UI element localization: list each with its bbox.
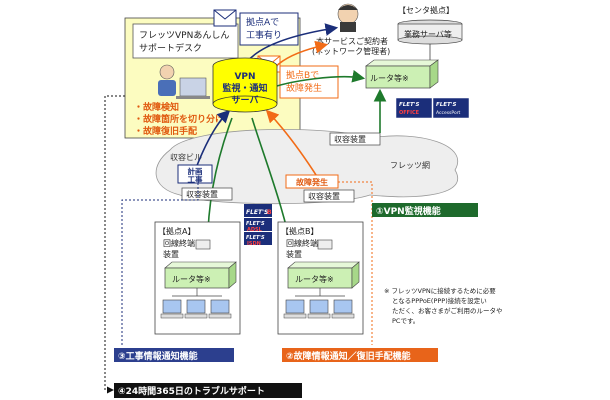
site-b-title: 【拠点B】: [281, 226, 319, 236]
center-device-label: 収容装置: [334, 134, 366, 144]
site-a-device-label: 収容装置: [186, 189, 218, 199]
flets-logo-adsl: FLET'S ADSL: [244, 218, 272, 233]
operator-icon: [158, 64, 210, 99]
center-router-label: ルータ等※: [370, 73, 409, 83]
site-a-terminal-icon: [195, 239, 211, 250]
support-task-0: ・故障検知: [134, 101, 179, 113]
construction-marker: 計画 工事: [177, 164, 213, 184]
footnote-line-1: となるPPPoE(PPP)接続を設定い: [392, 296, 487, 305]
svg-text:FLET'S: FLET'S: [246, 235, 265, 241]
flets-logo-b: FLET'S B: [244, 204, 272, 217]
site-a-device: 収容装置: [181, 187, 233, 201]
feature-1-label: ①VPN監視機能: [376, 205, 441, 217]
site-b: 【拠点B】 回線終端 装置 ルータ等※: [277, 221, 364, 335]
site-a-router: ルータ等※: [164, 261, 237, 289]
svg-text:OFFICE: OFFICE: [399, 110, 420, 116]
footnote: ※ フレッツVPNに接続するために必要 となるPPPoE(PPP)接続を設定い …: [384, 286, 503, 325]
pc-icon: [160, 299, 184, 319]
center-site: 【センタ拠点】 業務サーバ等 ルータ等※: [365, 5, 463, 89]
site-a: 【拠点A】 回線終端 装置 ルータ等※: [154, 221, 241, 335]
server-icon: [397, 19, 463, 45]
notice-a-line2: 工事有り: [246, 29, 282, 41]
site-a-router-label: ルータ等※: [172, 274, 211, 284]
site-b-router: ルータ等※: [287, 261, 360, 289]
center-title: 【センタ拠点】: [398, 5, 454, 15]
flow-fault-report: [265, 109, 319, 179]
svg-text:FLET'S: FLET'S: [436, 102, 456, 108]
site-a-term-line2: 装置: [163, 249, 179, 259]
feature-2-label: ②故障情報通知／復旧手配機能: [286, 350, 411, 362]
svg-text:FLET'S: FLET'S: [246, 221, 265, 227]
pc-icon: [331, 299, 355, 319]
fault-label: 故障発生: [296, 177, 328, 187]
site-b-terminal-icon: [317, 239, 333, 250]
manager-line2: (ネットワーク管理者): [312, 46, 390, 56]
flets-logo-access: FLET'S AccessPort: [432, 97, 470, 119]
flets-logo-isdn: FLET'S ISDN: [244, 232, 272, 247]
svg-text:ISDN: ISDN: [247, 241, 261, 247]
support-desk-title-line1: フレッツVPNあんしん: [139, 30, 229, 41]
flets-net-label: フレッツ網: [390, 160, 430, 170]
construction-line2: 工事: [188, 174, 203, 184]
vpn-server-line2: 監視・通知: [222, 82, 267, 94]
svg-text:AccessPort: AccessPort: [436, 110, 461, 116]
pc-icon: [283, 299, 307, 319]
site-b-term-line1: 回線終端: [286, 238, 318, 248]
center-device: 収容装置: [329, 132, 381, 146]
flow-construction-report: [195, 109, 231, 169]
manager-icon: [337, 3, 359, 32]
pc-icon: [307, 299, 331, 319]
site-a-term-line1: 回線終端: [163, 238, 195, 248]
svg-text:FLET'S: FLET'S: [399, 102, 419, 108]
support-desk-title-line2: サポートデスク: [139, 42, 202, 54]
footnote-line-2: ただく、お客さまがご利用のルータや: [392, 306, 503, 315]
site-b-term-line2: 装置: [286, 249, 302, 259]
vpn-server-line3: サーバ: [232, 95, 259, 106]
building-label: 収容ビル: [170, 152, 202, 162]
footnote-line-3: PCです。: [392, 317, 419, 325]
construction-line1: 計画: [188, 166, 203, 176]
center-server-label: 業務サーバ等: [404, 29, 452, 39]
pc-icon: [184, 299, 208, 319]
support-task-1: ・故障箇所を切り分け: [134, 113, 224, 125]
site-b-device: 収容装置: [303, 189, 355, 203]
site-a-title: 【拠点A】: [158, 226, 195, 236]
site-b-router-label: ルータ等※: [295, 274, 334, 284]
vpn-server: VPN 監視・通知 サーバ: [212, 57, 278, 113]
flets-logo-office: FLET'S OFFICE: [395, 97, 433, 119]
vpn-server-line1: VPN: [234, 72, 255, 82]
feature-1: ①VPN監視機能: [372, 203, 478, 217]
feature-4-label: ④24時間365日のトラブルサポート: [118, 385, 265, 397]
svg-text:B: B: [267, 209, 272, 216]
support-task-2: ・故障復旧手配: [134, 125, 197, 137]
notice-a: 拠点Aで 工事有り: [213, 9, 299, 46]
svg-text:FLET'S: FLET'S: [246, 209, 268, 216]
support-desk-label-box: [132, 23, 239, 59]
feature-3-label: ③工事情報通知機能: [118, 350, 198, 362]
footnote-line-0: ※ フレッツVPNに接続するために必要: [384, 286, 496, 295]
notice-b-line2: 故障発生: [286, 82, 322, 94]
feature-2: ②故障情報通知／復旧手配機能: [282, 348, 438, 362]
fault-marker: 故障発生: [285, 174, 339, 189]
feature-3: ③工事情報通知機能: [114, 348, 234, 362]
connector-construction: [121, 183, 199, 345]
feature-4: ④24時間365日のトラブルサポート: [114, 383, 302, 398]
notice-b-line1: 拠点Bで: [286, 69, 319, 81]
flets-network: 収容ビル フレッツ網: [155, 129, 458, 205]
connector-support: [104, 95, 125, 394]
site-b-device-label: 収容装置: [308, 191, 340, 201]
connector-fault: [338, 181, 373, 345]
manager-line1: 本サービスご契約者: [316, 36, 388, 46]
svg-text:ADSL: ADSL: [247, 227, 263, 233]
notice-a-line1: 拠点Aで: [246, 16, 279, 28]
center-router: ルータ等※: [365, 59, 439, 89]
pc-icon: [208, 299, 232, 319]
